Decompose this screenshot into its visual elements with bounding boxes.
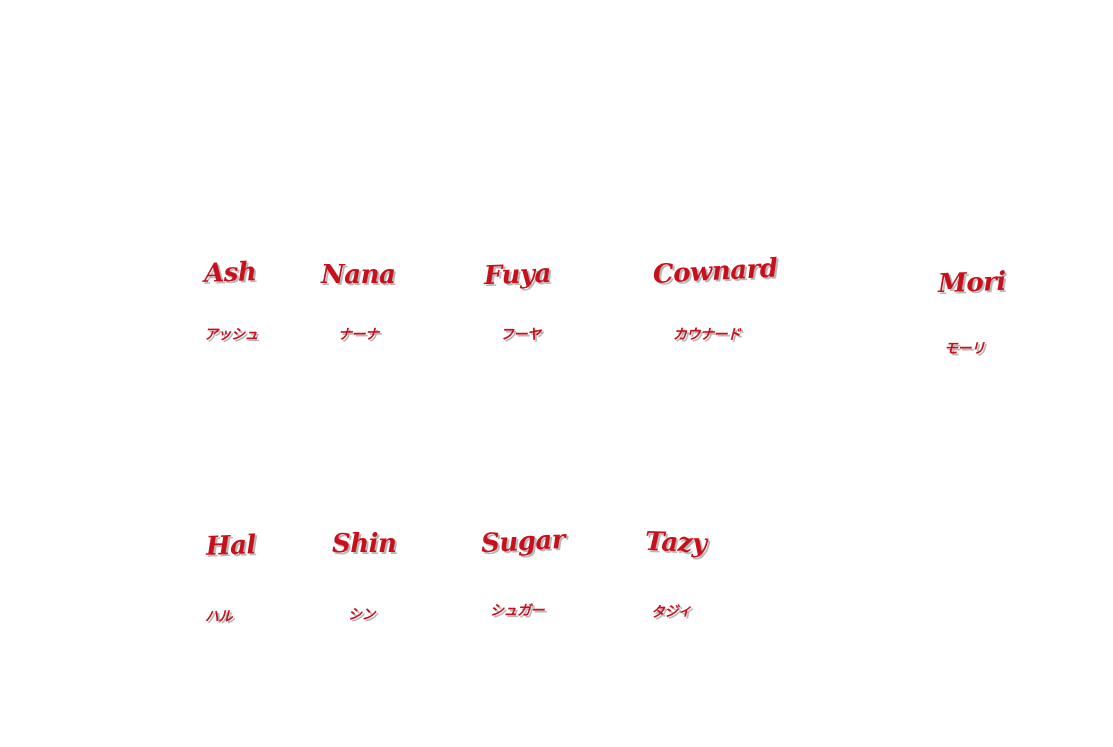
character-english-name: Cownard [652, 253, 779, 290]
character-katakana-name: ナーナ [338, 327, 379, 343]
character-english-name: Nana [321, 260, 396, 290]
character-english-name: Sugar [480, 524, 566, 560]
character-english-name: Tazy [644, 526, 708, 560]
character-katakana-name: カウナード [673, 327, 741, 343]
character-english-name: Mori [937, 266, 1007, 300]
character-katakana-name: ハル [205, 609, 233, 625]
character-english-name: Shin [332, 529, 397, 559]
character-katakana-name: シュガー [490, 603, 545, 619]
character-english-name: Hal [205, 530, 257, 562]
character-katakana-name: シン [348, 607, 376, 623]
character-english-name: Fuya [483, 258, 552, 292]
character-katakana-name: アッシュ [204, 327, 259, 343]
character-katakana-name: モーリ [944, 341, 985, 357]
character-english-name: Ash [203, 257, 257, 289]
character-katakana-name: フーヤ [500, 327, 541, 343]
character-katakana-name: タジィ [650, 602, 692, 622]
